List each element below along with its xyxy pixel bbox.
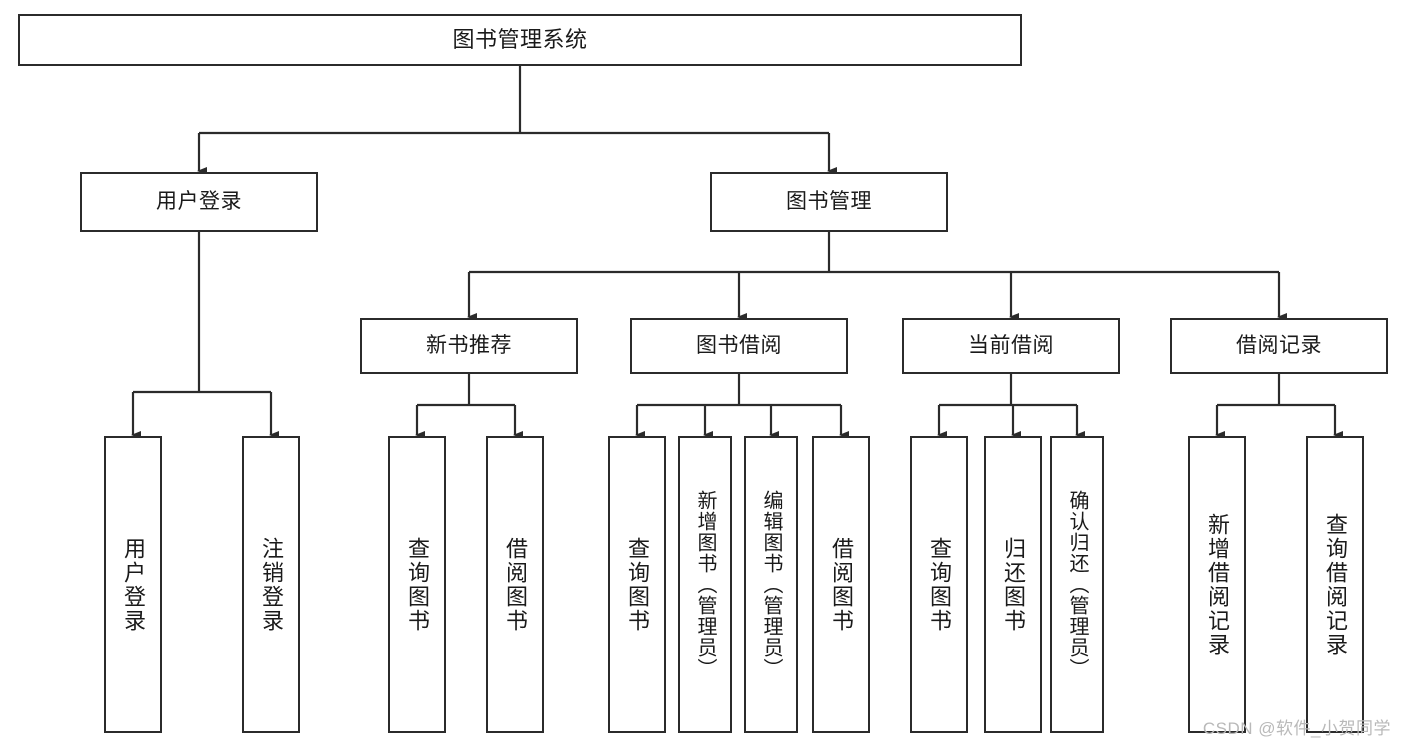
leaf-user-login[interactable]: 用户登录 xyxy=(104,436,162,733)
node-label: 借阅记录 xyxy=(1236,333,1322,357)
node-label: 查询图书 xyxy=(405,536,430,633)
node-label: 用户登录 xyxy=(156,189,242,213)
leaf-query-book-borrow[interactable]: 查询图书 xyxy=(608,436,666,733)
node-label: 确认归还（管理员） xyxy=(1066,490,1088,679)
node-user-login[interactable]: 用户登录 xyxy=(80,172,318,232)
node-new-book-recommend[interactable]: 新书推荐 xyxy=(360,318,578,374)
node-label: 新增图书（管理员） xyxy=(694,490,716,679)
leaf-add-book-admin[interactable]: 新增图书（管理员） xyxy=(678,436,732,733)
node-label: 归还图书 xyxy=(1001,536,1026,633)
leaf-user-logout[interactable]: 注销登录 xyxy=(242,436,300,733)
edge-paths xyxy=(131,66,1343,439)
node-book-borrow[interactable]: 图书借阅 xyxy=(630,318,848,374)
node-label: 图书管理系统 xyxy=(452,27,588,53)
node-label: 借阅图书 xyxy=(829,536,854,633)
node-borrow-record[interactable]: 借阅记录 xyxy=(1170,318,1388,374)
node-label: 查询借阅记录 xyxy=(1323,512,1348,657)
node-label: 图书借阅 xyxy=(696,333,782,357)
node-label: 新增借阅记录 xyxy=(1205,512,1230,657)
node-book-manage[interactable]: 图书管理 xyxy=(710,172,948,232)
leaf-edit-book-admin[interactable]: 编辑图书（管理员） xyxy=(744,436,798,733)
node-current-borrow[interactable]: 当前借阅 xyxy=(902,318,1120,374)
leaf-confirm-return-admin[interactable]: 确认归还（管理员） xyxy=(1050,436,1104,733)
node-label: 编辑图书（管理员） xyxy=(760,490,782,679)
node-label: 借阅图书 xyxy=(503,536,528,633)
node-label: 当前借阅 xyxy=(968,333,1054,357)
node-label: 新书推荐 xyxy=(426,333,512,357)
leaf-query-book-recommend[interactable]: 查询图书 xyxy=(388,436,446,733)
leaf-add-borrow-record[interactable]: 新增借阅记录 xyxy=(1188,436,1246,733)
node-label: 查询图书 xyxy=(927,536,952,633)
node-label: 注销登录 xyxy=(259,536,284,633)
leaf-borrow-book-recommend[interactable]: 借阅图书 xyxy=(486,436,544,733)
leaf-query-book-current[interactable]: 查询图书 xyxy=(910,436,968,733)
leaf-return-book[interactable]: 归还图书 xyxy=(984,436,1042,733)
node-label: 用户登录 xyxy=(121,536,146,633)
leaf-query-borrow-record[interactable]: 查询借阅记录 xyxy=(1306,436,1364,733)
node-label: 查询图书 xyxy=(625,536,650,633)
leaf-borrow-book[interactable]: 借阅图书 xyxy=(812,436,870,733)
watermark: CSDN @软件_小贺同学 xyxy=(1202,719,1391,738)
node-root-system[interactable]: 图书管理系统 xyxy=(18,14,1022,66)
node-label: 图书管理 xyxy=(786,189,872,213)
